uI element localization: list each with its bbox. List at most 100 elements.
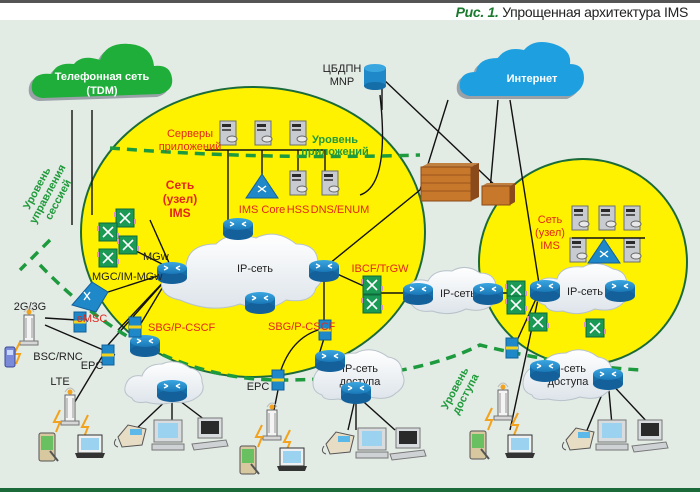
- internet-cloud: Интернет: [456, 42, 584, 99]
- lte-tower-right: [493, 382, 513, 421]
- workstation-icon-center: [389, 427, 427, 461]
- mgw-label: MGw: [143, 251, 169, 263]
- desk-phone-icon-left: [113, 424, 147, 448]
- dns-enum-server: [321, 170, 340, 196]
- right-gateway-switch-2: [504, 295, 528, 315]
- emsc-label: eMSC: [77, 313, 108, 325]
- ip-right-label: IP-сеть: [567, 286, 603, 298]
- app-servers-label-2: приложений: [159, 141, 222, 153]
- ibcf-switch-2: [360, 294, 384, 314]
- router-access-left: [156, 379, 188, 403]
- router-ip-right-right: [604, 279, 636, 303]
- lte-link-icon-1: [53, 409, 61, 433]
- firewall-large: [420, 163, 479, 202]
- epc-box-center: [270, 368, 286, 392]
- right-app-server-2: [598, 205, 617, 231]
- lte-link-icon-2: [81, 414, 89, 438]
- ip-core-cloud: IP-сеть: [160, 233, 324, 309]
- workstation-icon-right: [631, 419, 669, 453]
- laptop-icon-left: [74, 434, 106, 459]
- router-ip-right-left: [529, 279, 561, 303]
- mgw-switch-3: [116, 235, 140, 255]
- bts-tower-2g3g: [19, 307, 39, 346]
- connection-lines: [44, 77, 651, 436]
- database-label-2: MNP: [330, 76, 354, 88]
- router-access-right: [592, 367, 624, 391]
- epc-center-label: EPC: [247, 381, 270, 393]
- ims-main-title-3: IMS: [169, 206, 190, 220]
- firewall-small: [481, 183, 515, 206]
- ims-core-label: IMS Core: [239, 204, 285, 216]
- access-level-label: Уровень доступа: [439, 365, 482, 416]
- app-level-label-1: Уровень: [312, 134, 358, 146]
- epc-box-left: [100, 343, 116, 367]
- right-link-icon-1: [485, 407, 493, 431]
- laptop-icon-right: [504, 434, 536, 459]
- right-app-server-1: [571, 205, 590, 231]
- router-core-bottom: [244, 291, 276, 315]
- ims-right-title-1: Сеть: [538, 214, 563, 226]
- figure-title: Упрощенная архитектура IMS: [502, 4, 688, 20]
- pc-icon-left: [151, 419, 185, 451]
- mgw-switch-2: [96, 222, 120, 242]
- lte-tower-center: [262, 402, 282, 441]
- tdm-cloud-title: Телефонная сеть: [55, 71, 150, 83]
- laptop-icon-center: [276, 447, 308, 472]
- app-server-2: [254, 120, 273, 146]
- right-app-server-3: [623, 205, 642, 231]
- ims-main-title-2: (узел): [163, 192, 198, 206]
- app-server-3: [289, 120, 308, 146]
- ip-middle-label: IP-сеть: [440, 288, 476, 300]
- ims-main-title-1: Сеть: [166, 178, 194, 192]
- app-server-1: [219, 120, 238, 146]
- lte-label: LTE: [50, 376, 69, 388]
- ip-right-cloud: IP-сеть: [533, 263, 631, 315]
- ibcf-label: IBCF/TrGW: [351, 263, 409, 275]
- gen-label: 2G/3G: [14, 301, 46, 313]
- bottom-rule: [0, 488, 700, 492]
- sbg-left-label: SBG/P-CSCF: [148, 322, 216, 334]
- ip-core-label: IP-сеть: [237, 263, 273, 275]
- bsc-label: BSC/RNC: [33, 351, 83, 363]
- sbg-center-label: SBG/P-CSCF: [268, 321, 336, 333]
- epc-left-label: EPC: [81, 360, 104, 372]
- router-access-right-left: [529, 359, 561, 383]
- router-access-center: [340, 381, 372, 405]
- workstation-icon-left: [191, 417, 229, 451]
- pda-icon-left: [38, 432, 59, 462]
- right-sbg-switch: [526, 312, 550, 332]
- tdm-cloud-subtitle: (TDM): [86, 85, 117, 97]
- lte-tower: [60, 387, 80, 426]
- internet-cloud-label: Интернет: [507, 73, 558, 85]
- app-level-boundary: [109, 146, 421, 159]
- pda-icon-center: [239, 445, 260, 475]
- hss-server: [289, 170, 308, 196]
- ims-right-title-2: (узел): [535, 227, 565, 239]
- right-sbg-switch-2: [583, 318, 607, 338]
- top-rule: [0, 0, 700, 3]
- right-hss-server: [569, 237, 588, 263]
- tdm-cloud: Телефонная сеть (TDM): [28, 43, 173, 101]
- router-ip-middle-left: [402, 282, 434, 306]
- database-label-1: ЦБДПН: [323, 63, 362, 75]
- dns-enum-label: DNS/ENUM: [311, 204, 370, 216]
- sbg-box-left: [127, 315, 143, 339]
- router-access-left-top: [129, 334, 161, 358]
- right-ims-servers: [569, 205, 645, 264]
- router-ip-middle-right: [472, 282, 504, 306]
- figure-caption: Рис. 1. Упрощенная архитектура IMS: [455, 4, 689, 20]
- desk-phone-icon-right: [561, 427, 595, 451]
- pda-icon-right: [469, 430, 490, 460]
- access-center-label-1: IP-сеть: [342, 363, 378, 375]
- hss-label: HSS: [287, 204, 310, 216]
- figure-number: Рис. 1.: [455, 4, 499, 20]
- right-dns-server: [623, 237, 642, 263]
- ims-right-title-3: IMS: [540, 240, 560, 252]
- app-level-label-2: приложений: [301, 146, 368, 158]
- epc-box-right: [504, 336, 520, 360]
- app-servers-label-1: Серверы: [167, 128, 213, 140]
- emsc-node: [71, 281, 109, 313]
- mnp-database: ЦБДПН MNP: [323, 63, 386, 90]
